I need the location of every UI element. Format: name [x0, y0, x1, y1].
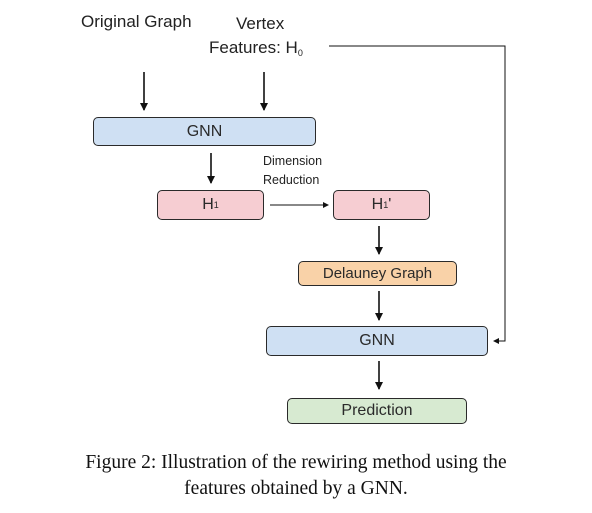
vertex-label: Vertex [236, 14, 285, 33]
delauney-graph-box: Delauney Graph [298, 261, 457, 286]
vertex-features-label: Features: H0 [209, 38, 303, 58]
gnn-box-bottom: GNN [266, 326, 488, 356]
original-graph-label: Original Graph [81, 12, 192, 31]
gnn-box-top: GNN [93, 117, 316, 146]
caption-line-1: Figure 2: Illustration of the rewiring m… [85, 452, 507, 473]
skip-connection-features-to-gnn [329, 45, 506, 344]
prediction-box: Prediction [287, 398, 467, 424]
dimension-label: Dimension [263, 154, 323, 168]
reduction-label: Reduction [263, 173, 320, 187]
caption-line-2: features obtained by a GNN. [184, 478, 408, 499]
